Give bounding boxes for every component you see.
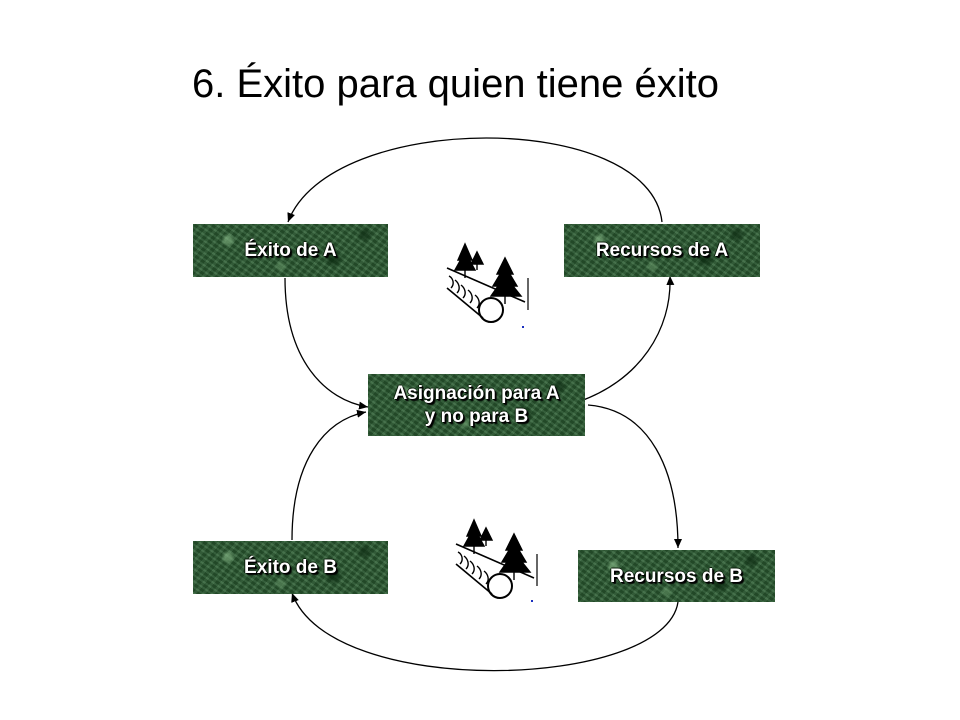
- trees-and-log-icon: [446, 242, 529, 323]
- arrow-allocation-to-resources-a: [577, 275, 675, 403]
- node-success-a: Éxito de A: [193, 224, 388, 277]
- node-success-a-label: Éxito de A: [244, 240, 337, 261]
- node-success-b: Éxito de B: [193, 541, 388, 594]
- arrow-resources-b-to-success-b: [291, 592, 679, 672]
- trees-and-log-icon: [455, 518, 538, 599]
- arrow-allocation-to-resources-b: [587, 404, 682, 549]
- node-allocation: Asignación para A y no para B: [368, 374, 585, 436]
- node-resources-b: Recursos de B: [578, 550, 775, 602]
- node-allocation-line2: y no para B: [424, 406, 529, 427]
- arrow-success-a-to-allocation: [284, 277, 369, 410]
- node-allocation-line1: Asignación para A: [393, 383, 560, 404]
- node-resources-a: Recursos de A: [564, 224, 760, 277]
- arrow-resources-a-to-success-a: [287, 137, 663, 223]
- node-resources-a-label: Recursos de A: [595, 240, 729, 261]
- node-resources-b-label: Recursos de B: [609, 565, 744, 587]
- arrow-success-b-to-allocation: [291, 409, 367, 541]
- node-success-b-label: Éxito de B: [244, 557, 337, 578]
- page-title: 6. Éxito para quien tiene éxito: [192, 62, 720, 106]
- link-dot: [531, 600, 533, 602]
- link-dot: [522, 326, 524, 328]
